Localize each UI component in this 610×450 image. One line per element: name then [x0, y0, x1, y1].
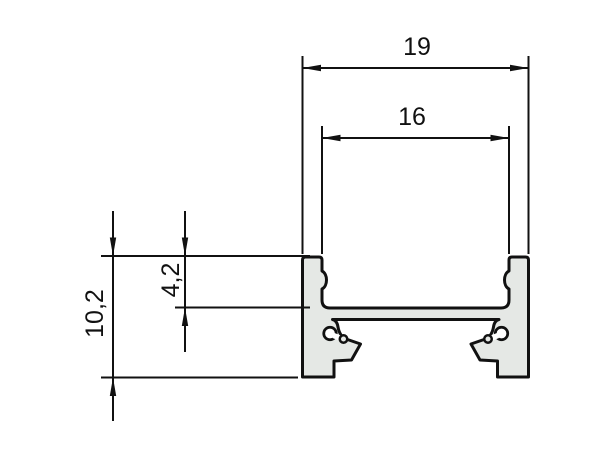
slot-nub-left	[338, 334, 349, 344]
profile-outline	[301, 255, 530, 379]
arrowhead-down	[181, 237, 189, 256]
dimension-outer-width: 19	[301, 33, 530, 254]
arrowhead-left	[302, 64, 321, 72]
dimension-upper-height: 4,2	[157, 211, 310, 352]
slot-nub-right	[483, 334, 493, 344]
arrowhead-up	[181, 307, 189, 326]
arrowhead-up	[109, 377, 117, 396]
dimension-label-total-height: 10,2	[81, 289, 109, 338]
dimension-total-height: 10,2	[81, 211, 310, 421]
arrowhead-down	[109, 237, 117, 256]
dimension-label-inner-width: 16	[398, 103, 426, 131]
arrowhead-left	[322, 134, 341, 142]
profile-cross-section	[301, 255, 530, 379]
arrowhead-right	[510, 64, 529, 72]
arrowhead-right	[490, 134, 509, 142]
dimension-inner-width: 16	[321, 103, 510, 254]
dimension-label-upper-height: 4,2	[157, 263, 185, 298]
dimension-label-outer-width: 19	[403, 33, 431, 61]
